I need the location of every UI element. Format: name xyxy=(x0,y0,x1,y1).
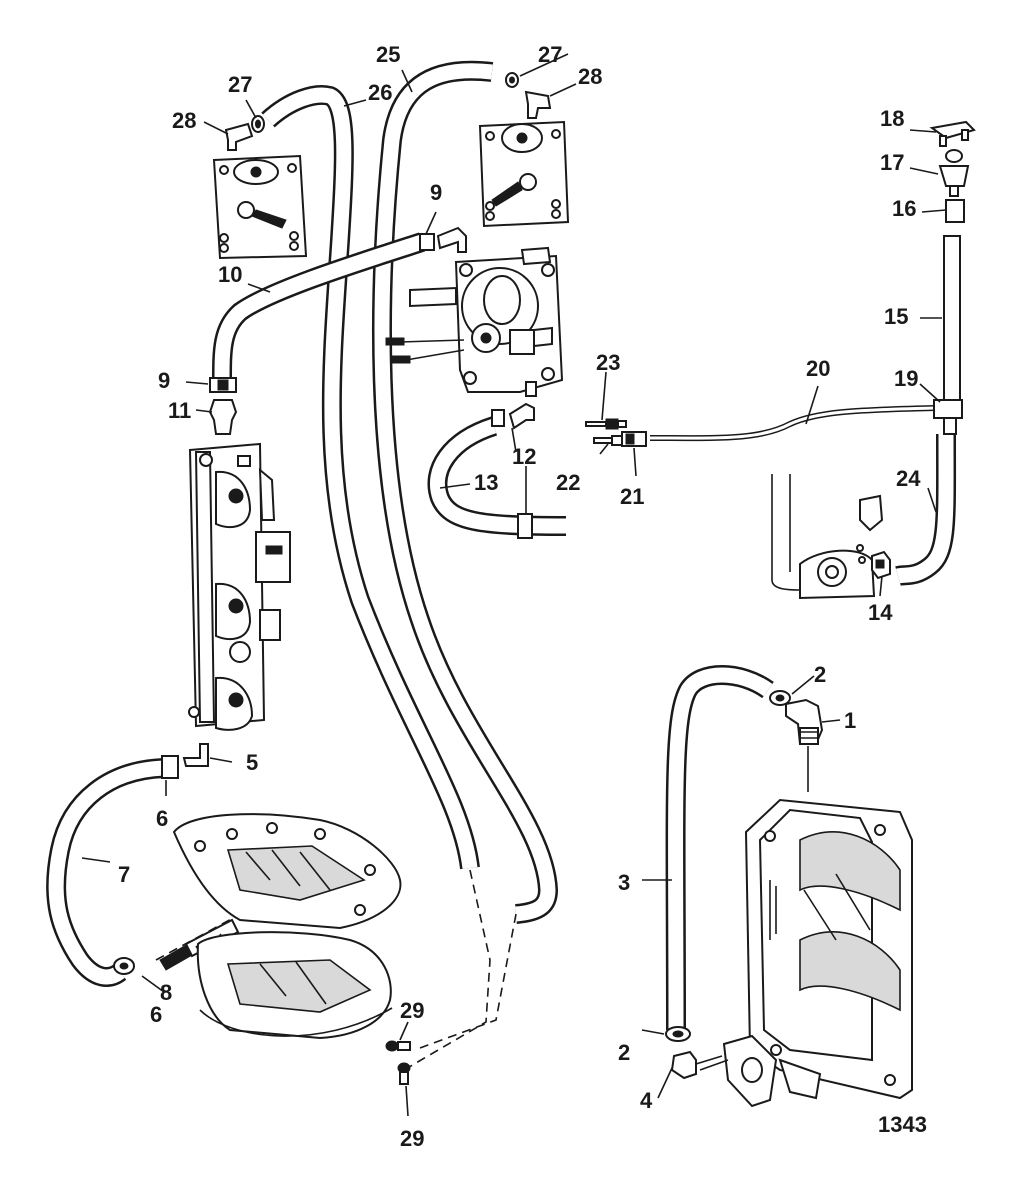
callout-29-lower: 29 xyxy=(400,1126,424,1151)
clamp-6-bottom xyxy=(113,957,135,975)
hose-15 xyxy=(943,235,961,415)
hose-10 xyxy=(212,232,426,381)
callout-27-right: 27 xyxy=(538,42,562,67)
callout-labels: 27 28 25 27 26 28 9 10 9 11 12 13 23 22 … xyxy=(118,42,927,1151)
fitting-28-right xyxy=(524,90,552,119)
callout-15: 15 xyxy=(884,304,908,329)
callout-9-left: 9 xyxy=(158,368,170,393)
hose-26 xyxy=(261,85,480,870)
vapor-separator-assembly xyxy=(385,246,564,397)
callout-8: 8 xyxy=(160,980,172,1005)
fitting-4 xyxy=(670,1050,729,1080)
callout-1: 1 xyxy=(844,708,856,733)
fitting-9-left xyxy=(209,377,237,393)
clamp-2-top xyxy=(769,690,791,706)
callout-28-right: 28 xyxy=(578,64,602,89)
callout-22: 22 xyxy=(556,470,580,495)
plate-left xyxy=(212,154,308,260)
intake-plenum-lower xyxy=(196,931,393,1040)
callout-13: 13 xyxy=(474,470,498,495)
callout-16: 16 xyxy=(892,196,916,221)
hoses xyxy=(46,60,961,1071)
screw-29-upper xyxy=(385,1040,411,1052)
fitting-11 xyxy=(208,399,238,435)
callout-17: 17 xyxy=(880,150,904,175)
callout-2-top: 2 xyxy=(814,662,826,687)
hose-3 xyxy=(665,665,774,1031)
fitting-5 xyxy=(182,743,209,767)
clamp-2-bottom xyxy=(665,1026,691,1042)
callout-21: 21 xyxy=(620,484,644,509)
cover-plate xyxy=(722,1034,778,1108)
fuel-rail-assembly xyxy=(188,442,291,731)
callout-24: 24 xyxy=(896,466,921,491)
fitting-16 xyxy=(945,199,965,223)
callout-28-left: 28 xyxy=(172,108,196,133)
callout-3: 3 xyxy=(618,870,630,895)
fitting-12 xyxy=(491,402,535,430)
intake-plenum-upper xyxy=(172,813,402,930)
leader-lines xyxy=(81,53,947,1117)
tee-19 xyxy=(933,399,963,435)
callout-12: 12 xyxy=(512,444,536,469)
clamp-13 xyxy=(517,513,533,539)
callout-6-bottom: 6 xyxy=(150,1002,162,1027)
callout-9-top: 9 xyxy=(430,180,442,205)
callout-20: 20 xyxy=(806,356,830,381)
fitting-23 xyxy=(585,418,627,430)
cylinder-block xyxy=(744,798,913,1100)
parts xyxy=(113,72,976,1108)
clamp-27-left xyxy=(251,115,265,133)
callout-19: 19 xyxy=(894,366,918,391)
dashed-route-26 xyxy=(403,869,491,1071)
callout-7: 7 xyxy=(118,862,130,887)
callout-4: 4 xyxy=(640,1088,653,1113)
dashed-route-25 xyxy=(419,913,517,1049)
callout-26: 26 xyxy=(368,80,392,105)
callout-25: 25 xyxy=(376,42,400,67)
fitting-21 xyxy=(621,431,647,447)
elbow-fitting-1 xyxy=(785,698,824,745)
callout-11: 11 xyxy=(168,398,191,423)
fitting-22 xyxy=(593,435,623,446)
fitting-14 xyxy=(871,550,891,580)
hose-25 xyxy=(371,60,558,924)
callout-10: 10 xyxy=(218,262,242,287)
hose-13 xyxy=(427,416,567,536)
figure-number: 1343 xyxy=(878,1112,927,1137)
callout-14: 14 xyxy=(868,600,893,625)
clamp-27-right xyxy=(505,72,519,88)
clip-18 xyxy=(929,120,976,147)
hose-7 xyxy=(46,758,165,987)
valve-17 xyxy=(938,149,970,197)
callout-2-bottom: 2 xyxy=(618,1040,630,1065)
fitting-28-left xyxy=(224,122,254,151)
callout-6-top: 6 xyxy=(156,806,168,831)
bracket-14-area xyxy=(771,474,884,600)
callout-5: 5 xyxy=(246,750,258,775)
fitting-9-top xyxy=(419,226,467,253)
callout-18: 18 xyxy=(880,106,904,131)
callout-23: 23 xyxy=(596,350,620,375)
screw-29-lower xyxy=(397,1062,411,1085)
callout-29-upper: 29 xyxy=(400,998,424,1023)
callout-27-left: 27 xyxy=(228,72,252,97)
tube-20 xyxy=(649,405,935,442)
hose-24 xyxy=(895,433,957,586)
fitting-6-top xyxy=(161,755,179,779)
plate-right xyxy=(478,120,570,228)
